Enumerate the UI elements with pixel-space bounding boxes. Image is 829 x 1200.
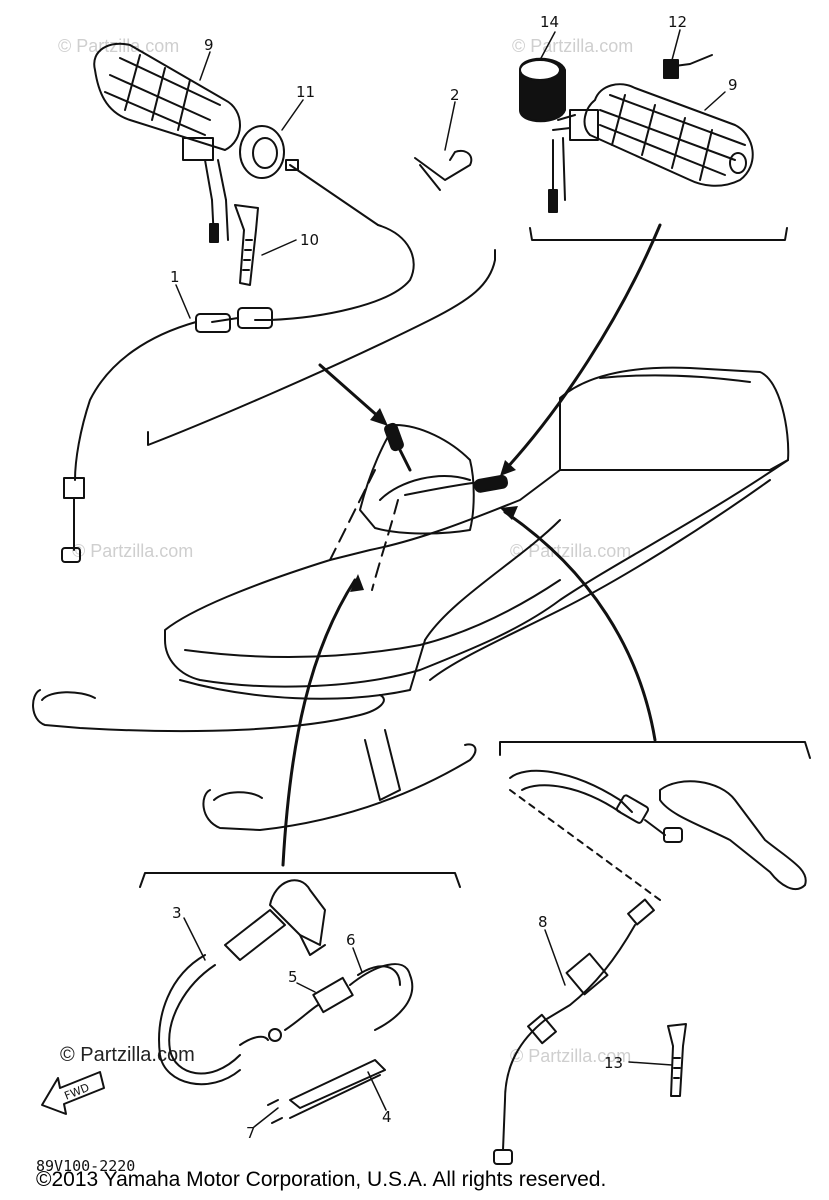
watermark: © Partzilla.com: [58, 36, 180, 56]
callout-label: 6: [346, 931, 356, 949]
callout-label: 9: [728, 76, 738, 94]
callout-label: 1: [170, 268, 180, 286]
callout-label: 7: [246, 1124, 256, 1142]
leader-arrows: [281, 223, 662, 867]
callout-label: 2: [450, 86, 460, 104]
callout-leaders: [175, 29, 726, 1128]
callout-label: 4: [382, 1108, 392, 1126]
part-grip-left: [93, 42, 241, 243]
watermark: © Partzilla.com: [510, 541, 632, 561]
dashed-leader: [509, 789, 661, 901]
callout-numbers: 1 2 3 4 5 6 7 8 9 9 10 11 12 13 14 FWD: [63, 13, 738, 1142]
part-brake-cable: [493, 898, 655, 1165]
part-clip: [414, 149, 473, 191]
callout-label: 3: [172, 904, 182, 922]
callout-label: 12: [668, 13, 687, 31]
part-throttle-cable: [61, 159, 415, 563]
callout-label: 8: [538, 913, 548, 931]
part-tie-right: [667, 1023, 687, 1097]
callout-label: 14: [540, 13, 559, 31]
fwd-indicator: [41, 1071, 105, 1115]
callout-label: 10: [300, 231, 319, 249]
part-kill-switch: [224, 879, 326, 961]
part-wire-sleeve: [267, 1059, 386, 1124]
copyright-notice: ©2013 Yamaha Motor Corporation, U.S.A. A…: [36, 1168, 607, 1191]
snowmobile-illustration: [32, 366, 790, 831]
callout-label: 13: [604, 1054, 623, 1072]
callout-label: 11: [296, 83, 315, 101]
part-grip-right: [548, 83, 754, 213]
callout-label: 9: [204, 36, 214, 54]
watermark: © Partzilla.com: [72, 541, 194, 561]
part-collar: [239, 125, 285, 179]
part-brake-lever: [509, 769, 807, 891]
part-grip-cap: [519, 57, 566, 123]
watermark: © Partzilla.com: [512, 36, 634, 56]
part-screw: [663, 54, 713, 79]
diagram-code: 89V100-2220: [36, 1157, 136, 1175]
part-tie-left: [234, 204, 259, 286]
group-brackets: [139, 227, 811, 888]
watermark: © Partzilla.com: [510, 1046, 632, 1066]
callout-label: 5: [288, 968, 298, 986]
part-switch-cable: [158, 954, 414, 1086]
